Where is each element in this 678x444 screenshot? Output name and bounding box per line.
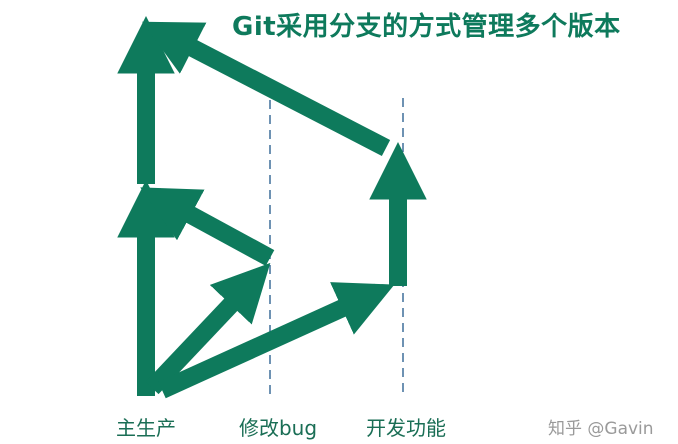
feature-branch-label: 开发功能 (366, 416, 446, 440)
main-branch-label: 主生产 (116, 416, 176, 440)
bugfix-branch-arrow (145, 262, 271, 395)
page-title: Git采用分支的方式管理多个版本 (232, 12, 621, 42)
feature-merge-arrow (142, 21, 391, 156)
bugfix-branch-label: 修改bug (238, 416, 318, 440)
watermark: 知乎 @Gavin (548, 419, 654, 439)
feature-branch-arrow (158, 282, 395, 399)
bugfix-merge-arrow (140, 187, 275, 266)
